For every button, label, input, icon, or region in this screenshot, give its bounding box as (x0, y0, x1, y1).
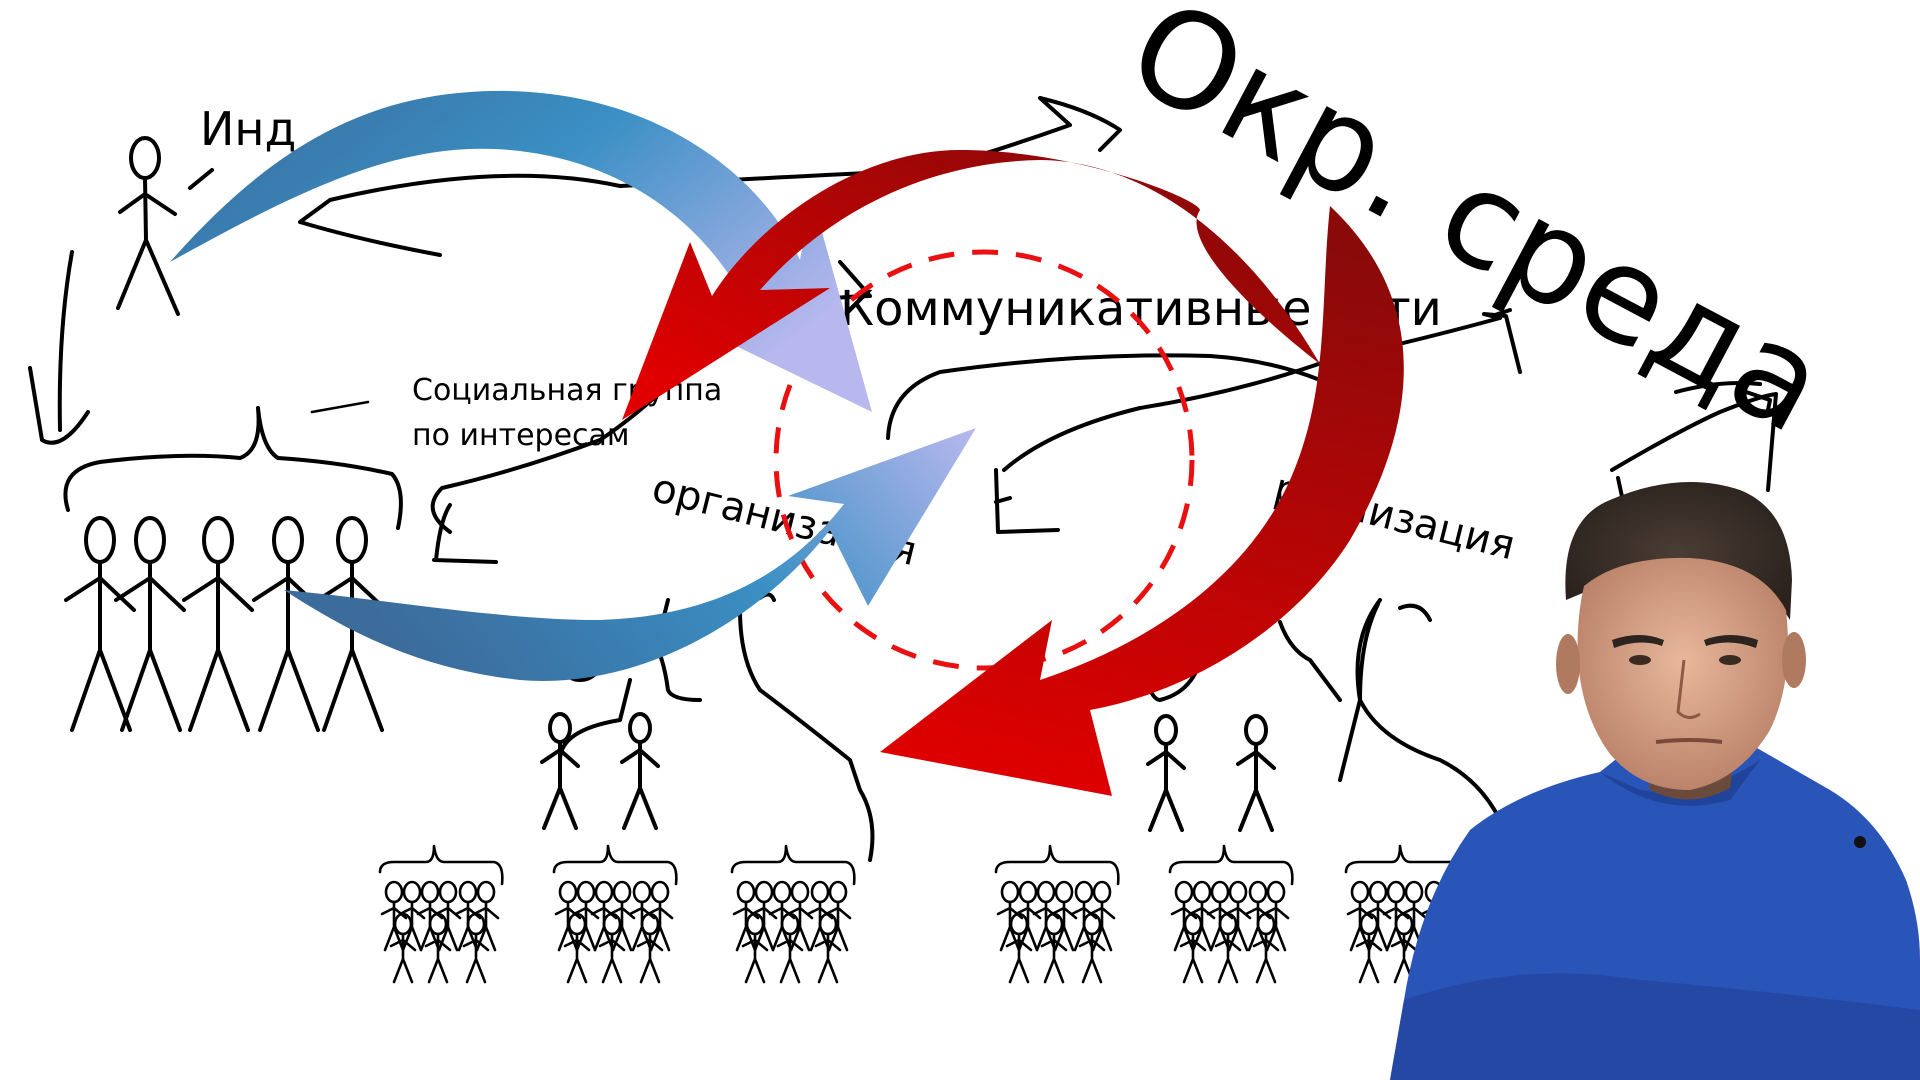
dashed-focus-circle (773, 249, 1195, 671)
left-connector-arrow (28, 250, 90, 445)
individual-label: Инд (200, 102, 296, 156)
group-bracket-left (63, 406, 403, 530)
individual-stick-figure-icon (116, 136, 180, 316)
blue-arrows (170, 90, 976, 681)
social-group-label-line2: по интересам (412, 418, 630, 453)
hair (1565, 482, 1792, 620)
red-arrows (622, 150, 1404, 796)
presenter-photo (1390, 482, 1920, 1080)
interest-group-figures (64, 516, 388, 732)
